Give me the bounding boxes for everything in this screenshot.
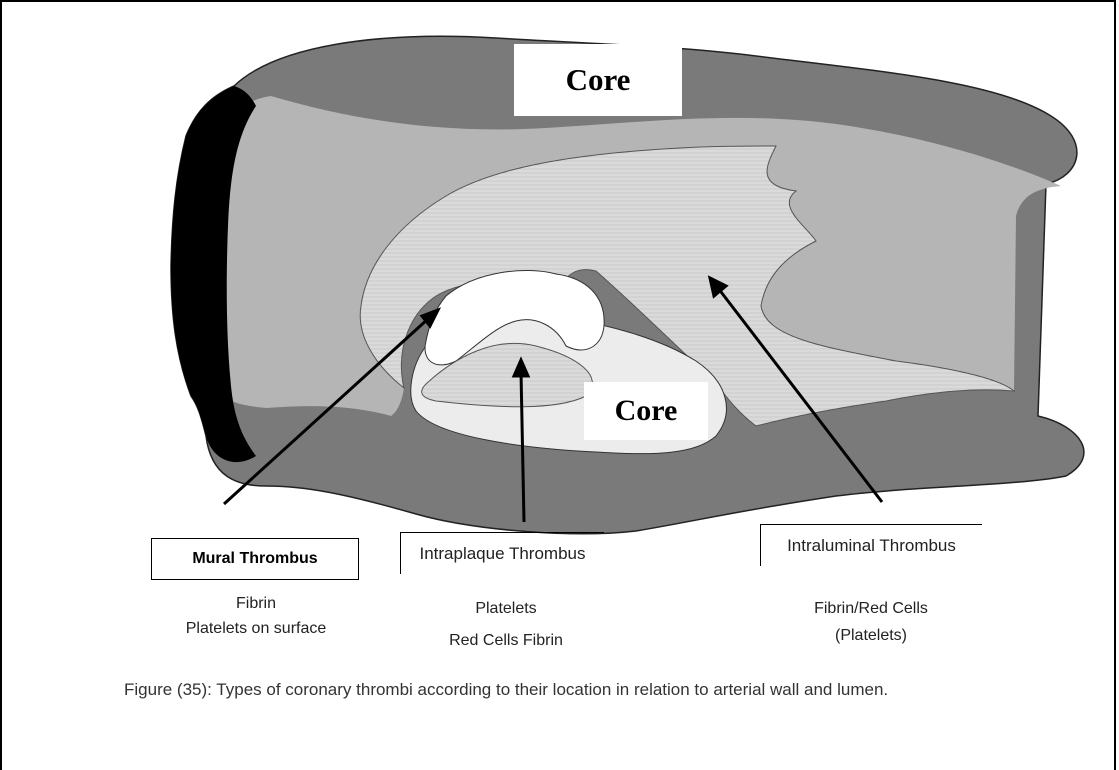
intraplaque-desc-line1: Platelets [416,601,596,617]
mural-desc-line1: Fibrin [176,596,336,612]
core-label-bottom: Core [584,382,708,440]
label-intraluminal-thrombus: Intraluminal Thrombus [760,524,982,566]
caption-label: Figure (35): [124,680,212,699]
intraplaque-desc-line2: Red Cells Fibrin [406,633,606,649]
figure-diagram: Core Core Mural Thrombus Intraplaque Thr… [116,16,1110,668]
label-mural-thrombus: Mural Thrombus [151,538,359,580]
core-label-top: Core [514,44,682,116]
caption-text: Types of coronary thrombi according to t… [216,680,888,699]
mural-desc-line2: Platelets on surface [146,621,366,637]
label-intraplaque-thrombus: Intraplaque Thrombus [400,532,604,574]
figure-caption: Figure (35): Types of coronary thrombi a… [124,680,888,700]
intraluminal-desc-line2: (Platelets) [776,628,966,644]
intraluminal-desc-line1: Fibrin/Red Cells [776,601,966,617]
